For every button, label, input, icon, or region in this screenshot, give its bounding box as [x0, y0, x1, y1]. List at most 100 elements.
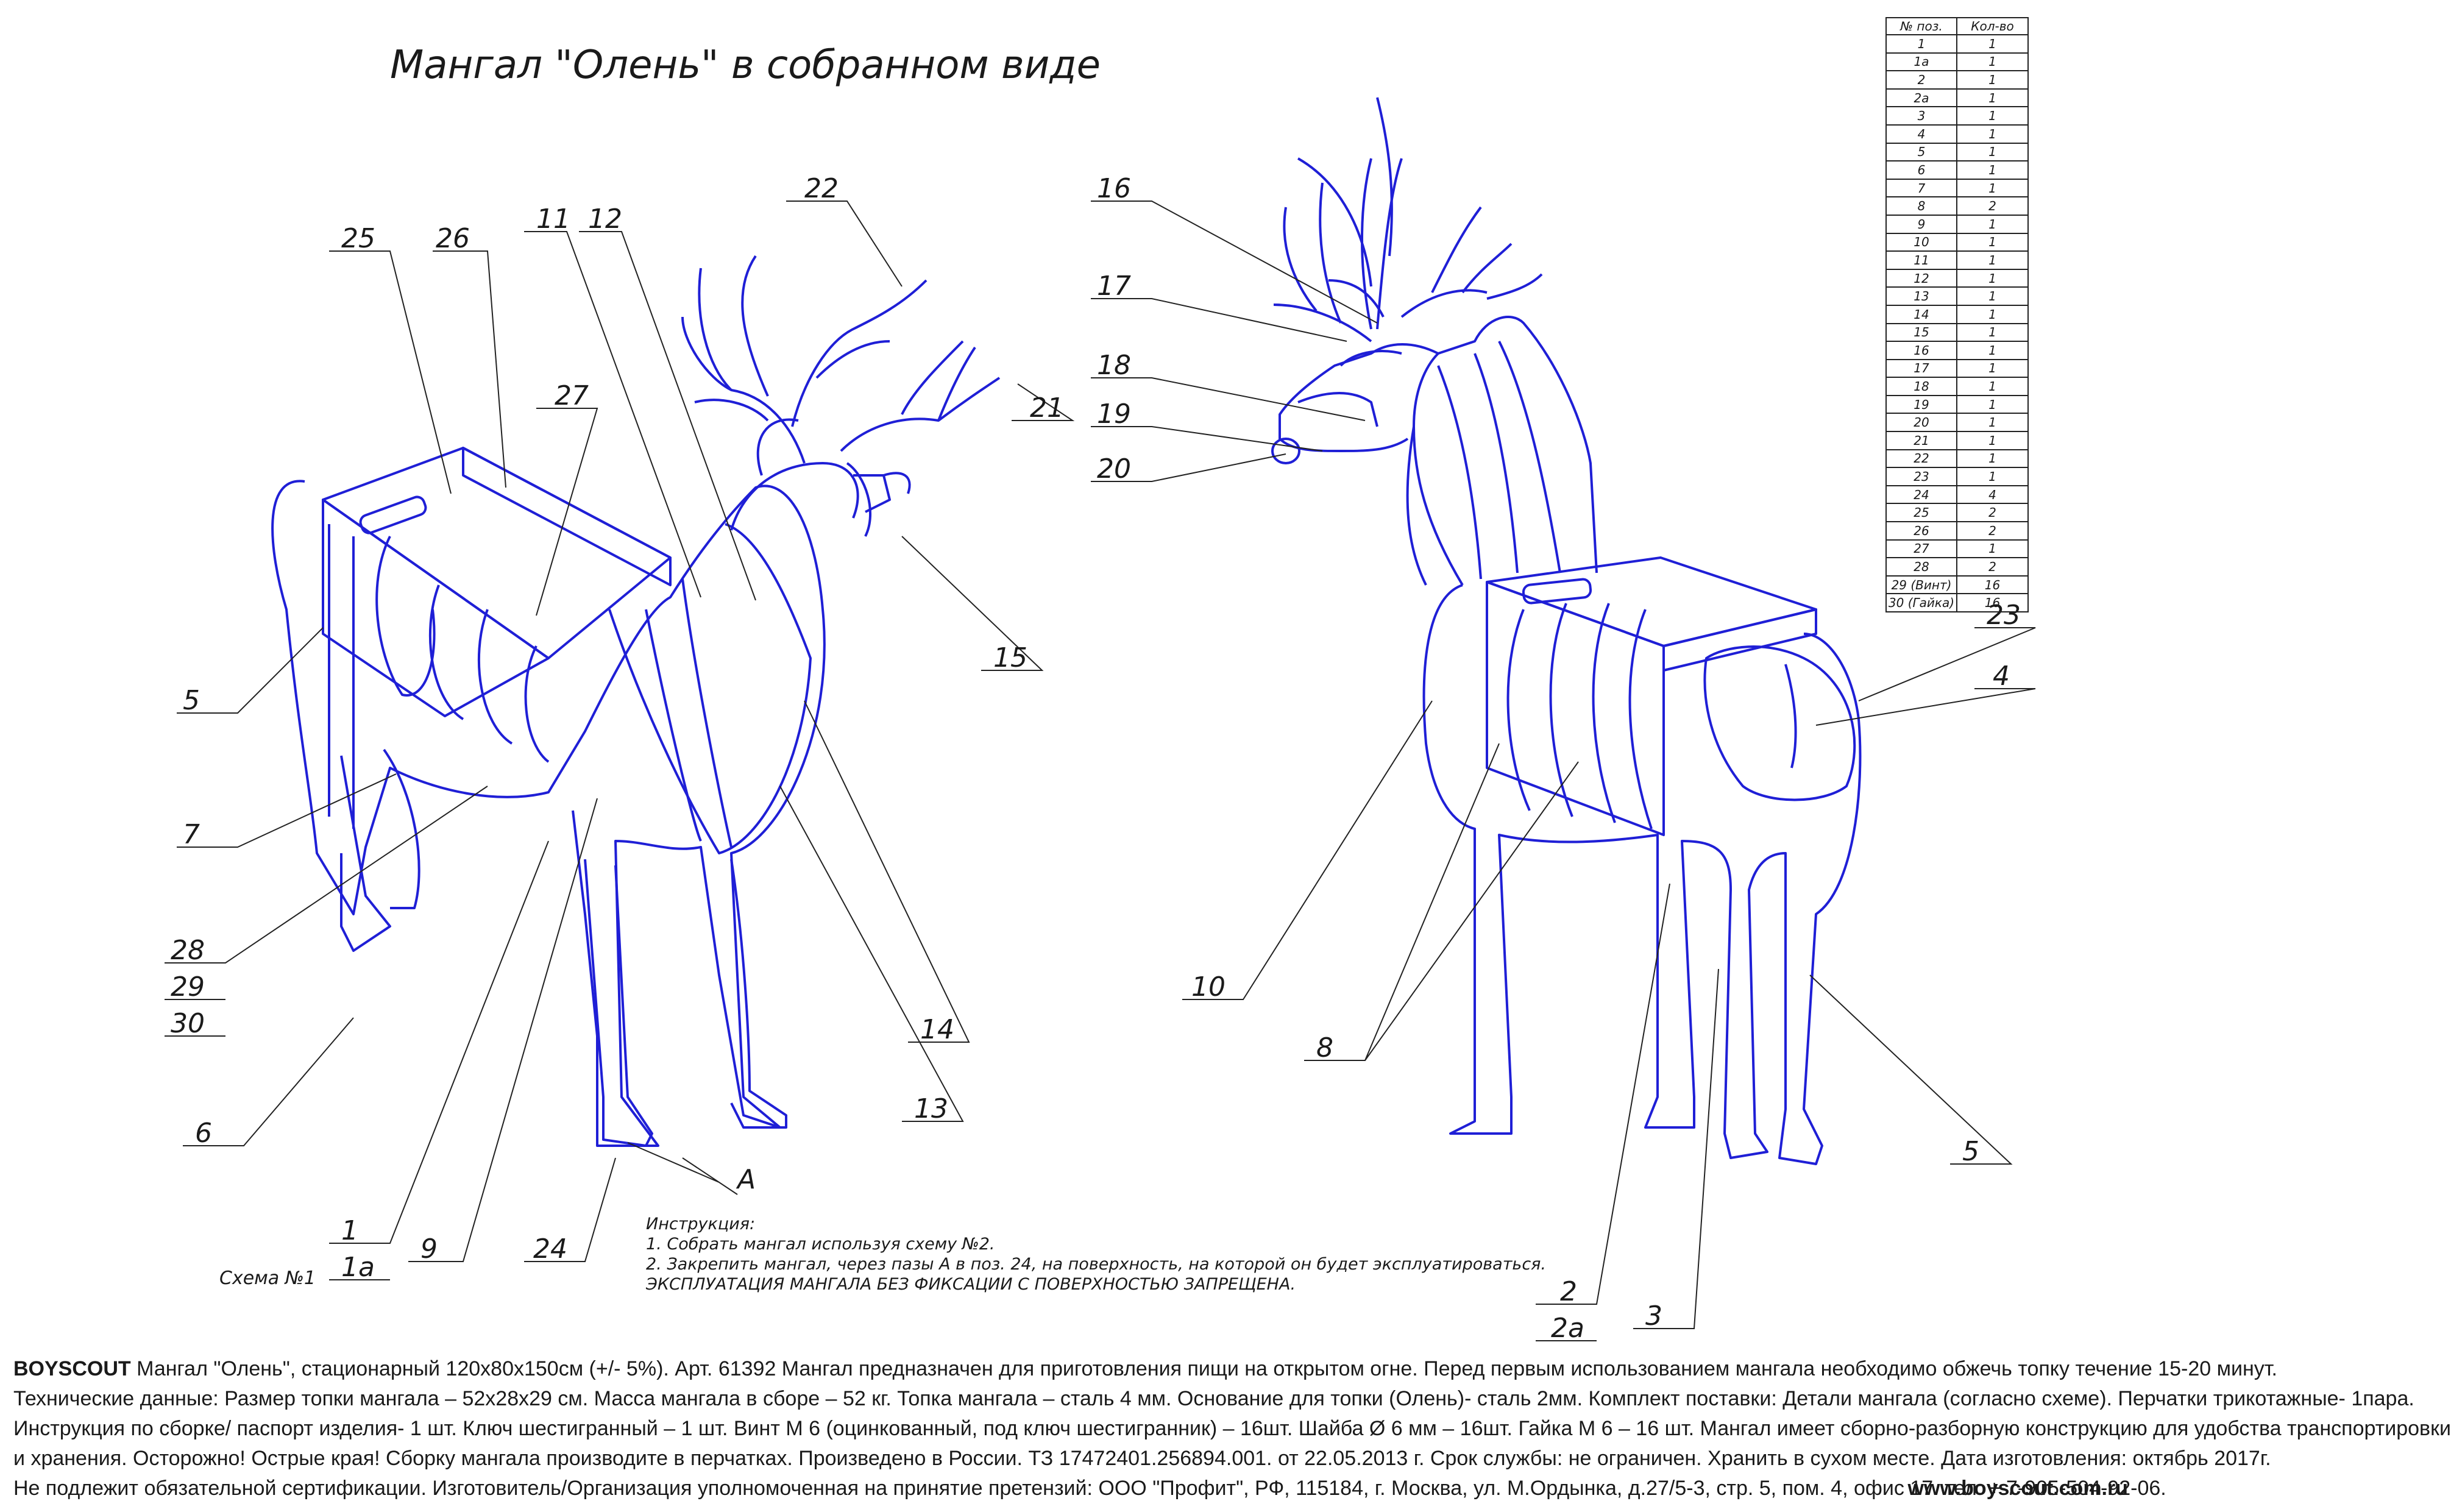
footer-line-5-text: Не подлежит обязательной сертификации. И… — [13, 1477, 2166, 1500]
deer-grill-drawing: 25 26 27 11 12 22 21 15 5 7 28 29 30 6 1… — [165, 97, 2036, 1344]
cell-position: 30 (Гайка) — [1885, 593, 1957, 612]
callout-10: 10 — [1191, 971, 1226, 1003]
cell-quantity: 1 — [1956, 322, 2029, 343]
callout-3: 3 — [1645, 1301, 1662, 1332]
deer-body-left — [271, 480, 826, 1147]
cell-position: 4 — [1885, 124, 1957, 144]
cell-quantity: 1 — [1956, 178, 2029, 198]
cell-position: 19 — [1885, 394, 1957, 414]
deer-body-right — [1422, 584, 1862, 1165]
cell-quantity: 1 — [1956, 232, 2029, 252]
cell-quantity: 2 — [1956, 503, 2029, 523]
footer-line-3: Инструкция по сборке/ паспорт изделия- 1… — [13, 1417, 2451, 1440]
cell-quantity: 1 — [1956, 160, 2029, 180]
callout-A: А — [736, 1164, 756, 1195]
callout-17: 17 — [1097, 271, 1131, 302]
cell-quantity: 1 — [1956, 413, 2029, 433]
callout-5-right: 5 — [1962, 1136, 1979, 1167]
callout-19: 19 — [1097, 399, 1131, 430]
cell-position: 21 — [1885, 431, 1957, 450]
deer-left-view — [271, 255, 1001, 1147]
footer-line-4: и хранения. Осторожно! Острые края! Сбор… — [13, 1447, 2271, 1470]
cell-quantity: 16 — [1956, 575, 2029, 595]
cell-quantity: 1 — [1956, 106, 2029, 126]
instructions-line-1: 1. Собрать мангал используя схему №2. — [646, 1235, 995, 1254]
callout-29: 29 — [171, 971, 205, 1003]
cell-position: 23 — [1885, 467, 1957, 486]
cell-position: 22 — [1885, 449, 1957, 469]
cell-quantity: 1 — [1956, 304, 2029, 324]
callout-4: 4 — [1993, 661, 2010, 692]
callout-24: 24 — [533, 1233, 567, 1265]
callout-7: 7 — [183, 819, 200, 850]
callout-8: 8 — [1316, 1032, 1333, 1063]
drawing-title: Мангал "Олень" в собранном виде — [390, 43, 1101, 88]
callout-12: 12 — [588, 204, 622, 235]
cell-position: 12 — [1885, 268, 1957, 288]
callout-5-left: 5 — [183, 685, 200, 716]
cell-quantity: 1 — [1956, 341, 2029, 360]
product-info-footer: BOYSCOUT Мангал "Олень", стационарный 12… — [13, 1354, 2451, 1503]
footer-line-5: Не подлежит обязательной сертификации. И… — [13, 1474, 2166, 1503]
cell-position: 11 — [1885, 250, 1957, 270]
callout-9: 9 — [420, 1233, 438, 1265]
cell-position: 8 — [1885, 196, 1957, 216]
callout-2a: 2а — [1551, 1313, 1584, 1344]
footer-line-2: Технические данные: Размер топки мангала… — [13, 1387, 2414, 1410]
cell-quantity: 1 — [1956, 449, 2029, 469]
instructions: Инструкция: 1. Собрать мангал используя … — [646, 1214, 1546, 1294]
callout-14: 14 — [920, 1014, 954, 1045]
callout-26: 26 — [436, 223, 470, 254]
cell-position: 16 — [1885, 341, 1957, 360]
callout-21: 21 — [1030, 392, 1064, 424]
cell-quantity: 1 — [1956, 124, 2029, 144]
cell-quantity: 1 — [1956, 539, 2029, 559]
cell-position: 3 — [1885, 106, 1957, 126]
parts-table-row: 29 (Винт)16 — [1885, 575, 2029, 595]
cell-position: 17 — [1885, 358, 1957, 378]
cell-quantity: 4 — [1956, 484, 2029, 505]
callout-28: 28 — [171, 935, 205, 966]
website-link[interactable]: www.boyscout.com.ru — [1907, 1477, 2128, 1500]
brand-name: BOYSCOUT — [13, 1357, 131, 1380]
callout-25: 25 — [341, 223, 375, 254]
cell-position: 26 — [1885, 521, 1957, 541]
cell-position: 1а — [1885, 52, 1957, 72]
callout-2: 2 — [1560, 1276, 1577, 1307]
antlers-left — [681, 255, 1001, 464]
cell-quantity: 1 — [1956, 88, 2029, 108]
cell-quantity: 1 — [1956, 70, 2029, 90]
leader-lines — [165, 201, 2036, 1341]
cell-position: 2 — [1885, 70, 1957, 90]
cell-quantity: 1 — [1956, 214, 2029, 234]
callout-1a: 1а — [341, 1252, 375, 1283]
callout-18: 18 — [1097, 350, 1131, 381]
cell-quantity: 16 — [1956, 593, 2029, 612]
footer-line-1: BOYSCOUT Мангал "Олень", стационарный 12… — [13, 1354, 2277, 1384]
header-quantity: Кол-во — [1956, 17, 2029, 35]
